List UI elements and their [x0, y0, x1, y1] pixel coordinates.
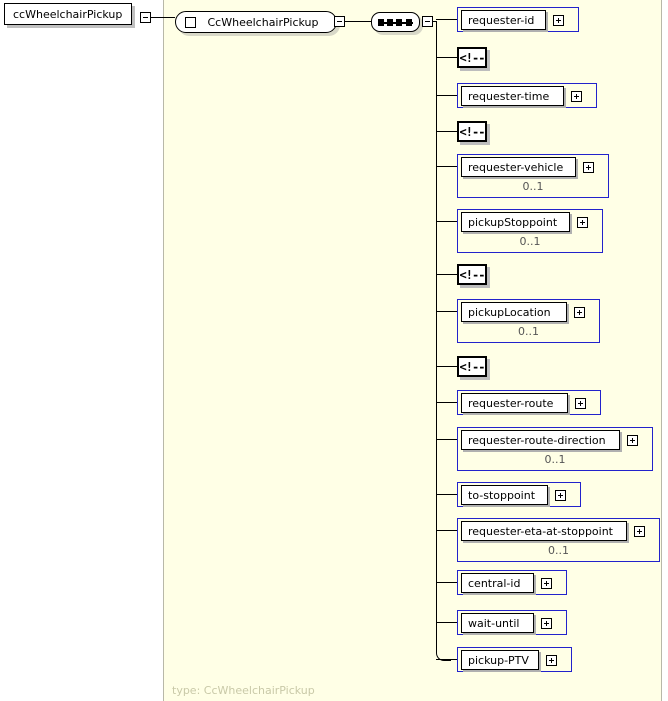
- connector-branch: [436, 274, 457, 275]
- element-expand-expander[interactable]: [577, 217, 588, 228]
- element-expand-expander[interactable]: [553, 15, 564, 26]
- complextype-label: CcWheelchairPickup: [207, 15, 319, 29]
- element-node-pickup-PTV[interactable]: pickup-PTV: [457, 647, 572, 672]
- element-expand-expander[interactable]: [541, 578, 552, 589]
- connector-branch: [436, 494, 457, 495]
- element-name-box: requester-route-direction: [461, 430, 620, 450]
- sequence-dot: [378, 19, 384, 26]
- connector-branch: [436, 95, 457, 96]
- connector-last-corner: [436, 644, 451, 661]
- connector-type-to-sequence: [345, 21, 371, 22]
- sequence-compositor-node[interactable]: [371, 12, 420, 32]
- element-name-box: to-stoppoint: [461, 485, 548, 505]
- comment-node: <!--: [457, 264, 487, 285]
- connector-branch: [436, 622, 457, 623]
- element-node-requester-route-direction[interactable]: requester-route-direction 0..1: [457, 427, 653, 471]
- cardinality-label: 0..1: [518, 325, 539, 338]
- element-label: pickup-PTV: [468, 653, 529, 667]
- element-name-box: requester-eta-at-stoppoint: [461, 521, 627, 541]
- connector-trunk: [436, 21, 437, 652]
- element-node-pickupLocation[interactable]: pickupLocation 0..1: [457, 299, 600, 343]
- comment-node: <!--: [457, 121, 487, 142]
- sequence-collapse-expander[interactable]: [422, 16, 433, 27]
- connector-branch: [436, 221, 457, 222]
- diagram-content-panel: [163, 0, 662, 701]
- element-name-box: pickupLocation: [461, 302, 567, 322]
- sequence-dot: [396, 19, 402, 26]
- sequence-dot: [387, 19, 393, 26]
- comment-glyph: <!--: [459, 124, 486, 139]
- cardinality-label: 0..1: [519, 235, 541, 248]
- element-name-box: requester-route: [461, 393, 568, 413]
- element-node-requester-id[interactable]: requester-id: [457, 7, 579, 32]
- element-node-central-id[interactable]: central-id: [457, 570, 567, 595]
- comment-glyph: <!--: [459, 359, 486, 374]
- connector-branch: [436, 530, 457, 531]
- element-expand-expander[interactable]: [571, 91, 582, 102]
- sequence-dot: [406, 19, 412, 26]
- connector-branch: [436, 131, 457, 132]
- root-element-box[interactable]: ccWheelchairPickup: [4, 3, 132, 25]
- connector-sequence-stub: [433, 21, 437, 22]
- root-element-label: ccWheelchairPickup: [13, 7, 123, 21]
- comment-node: <!--: [457, 47, 487, 68]
- element-expand-expander[interactable]: [574, 307, 585, 318]
- comment-glyph: <!--: [459, 267, 486, 282]
- element-label: pickupStoppoint: [468, 215, 558, 229]
- connector-branch: [436, 311, 457, 312]
- square-icon: [185, 16, 196, 28]
- element-label: to-stoppoint: [468, 488, 536, 502]
- connector-branch: [436, 57, 457, 58]
- connector-branch: [436, 439, 457, 440]
- complextype-collapse-expander[interactable]: [334, 16, 345, 27]
- element-name-box: wait-until: [461, 613, 534, 633]
- element-node-to-stoppoint[interactable]: to-stoppoint: [457, 482, 581, 507]
- connector-branch: [436, 582, 457, 583]
- element-expand-expander[interactable]: [555, 490, 566, 501]
- element-label: requester-id: [468, 13, 535, 27]
- connector-branch: [436, 166, 457, 167]
- element-name-box: pickupStoppoint: [461, 212, 570, 232]
- type-footer-label: type: CcWheelchairPickup: [172, 684, 315, 697]
- element-expand-expander[interactable]: [627, 435, 638, 446]
- element-label: requester-time: [468, 89, 550, 103]
- element-label: requester-vehicle: [468, 160, 564, 174]
- comment-glyph: <!--: [459, 50, 486, 65]
- element-expand-expander[interactable]: [583, 162, 594, 173]
- element-expand-expander[interactable]: [546, 655, 557, 666]
- comment-node: <!--: [457, 356, 487, 377]
- root-collapse-expander[interactable]: [140, 12, 151, 23]
- element-node-requester-vehicle[interactable]: requester-vehicle 0..1: [457, 154, 609, 198]
- element-node-requester-route[interactable]: requester-route: [457, 390, 601, 415]
- element-label: pickupLocation: [468, 305, 551, 319]
- complextype-node[interactable]: CcWheelchairPickup: [175, 11, 337, 33]
- cardinality-label: 0..1: [522, 180, 544, 193]
- element-label: central-id: [468, 576, 521, 590]
- element-node-requester-eta-at-stoppoint[interactable]: requester-eta-at-stoppoint 0..1: [457, 518, 660, 562]
- element-name-box: central-id: [461, 573, 534, 593]
- element-expand-expander[interactable]: [575, 398, 586, 409]
- element-label: requester-route: [468, 396, 554, 410]
- element-name-box: requester-time: [461, 86, 564, 106]
- element-label: wait-until: [468, 616, 520, 630]
- connector-branch: [436, 659, 457, 660]
- element-label: requester-eta-at-stoppoint: [468, 524, 613, 538]
- element-node-pickupStoppoint[interactable]: pickupStoppoint 0..1: [457, 209, 603, 253]
- element-name-box: requester-id: [461, 10, 546, 30]
- connector-branch: [436, 19, 457, 20]
- sequence-line: [378, 22, 413, 24]
- element-name-box: requester-vehicle: [461, 157, 576, 177]
- element-expand-expander[interactable]: [634, 526, 645, 537]
- element-expand-expander[interactable]: [541, 618, 552, 629]
- connector-branch: [436, 366, 457, 367]
- element-name-box: pickup-PTV: [461, 650, 539, 670]
- connector-root-to-type: [151, 17, 175, 18]
- connector-branch: [436, 402, 457, 403]
- cardinality-label: 0..1: [544, 453, 566, 466]
- cardinality-label: 0..1: [548, 544, 569, 557]
- element-label: requester-route-direction: [468, 433, 606, 447]
- element-node-wait-until[interactable]: wait-until: [457, 610, 567, 635]
- element-node-requester-time[interactable]: requester-time: [457, 83, 597, 108]
